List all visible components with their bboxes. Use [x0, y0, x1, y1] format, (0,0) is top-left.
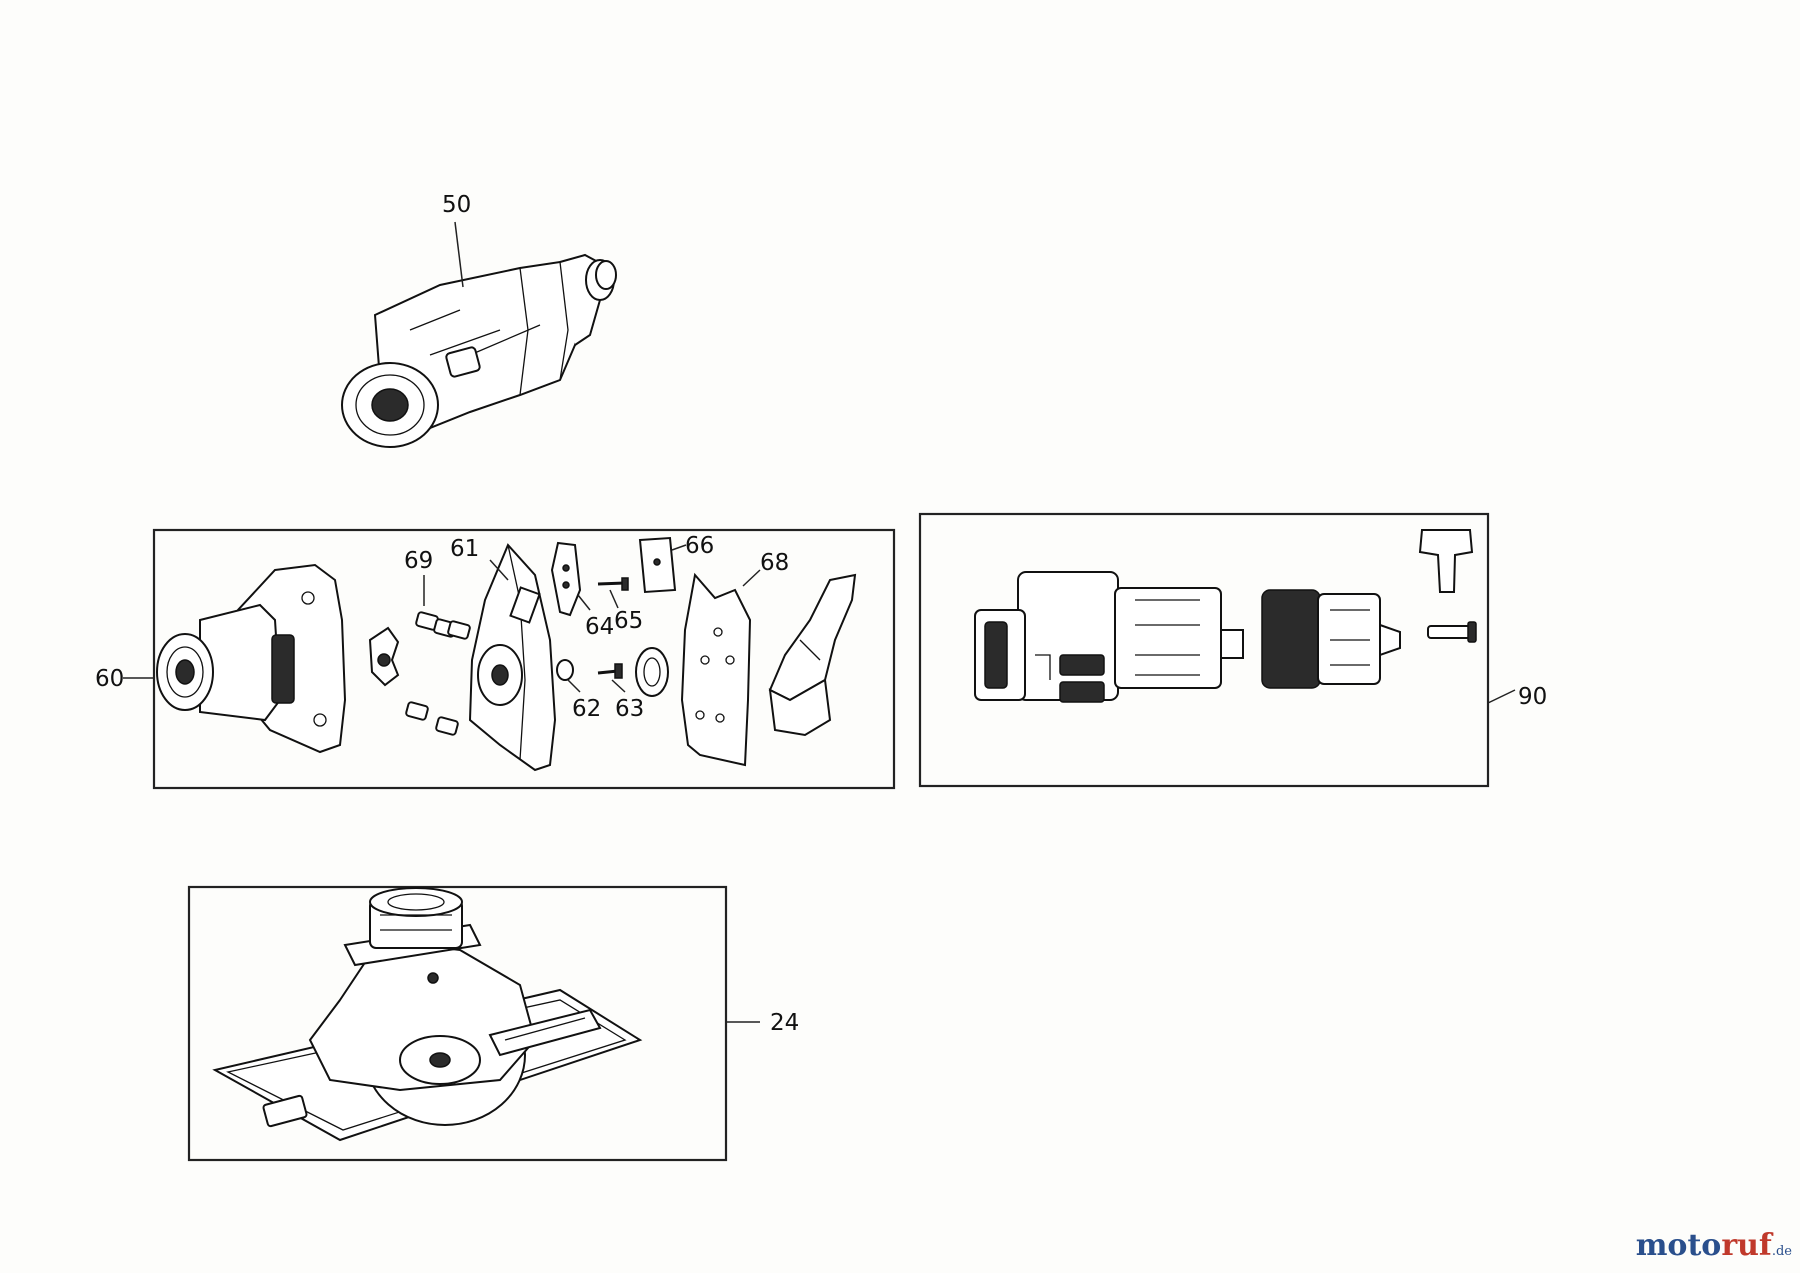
callout-61: 61 [450, 536, 479, 562]
callout-68: 68 [760, 550, 789, 576]
callout-62: 62 [572, 696, 601, 722]
part-63-bolt: 63 [597, 663, 644, 722]
drill-body [974, 571, 1244, 703]
watermark-brand-b: ruf [1721, 1228, 1772, 1263]
part-61-sander-base: 61 [450, 536, 557, 772]
chuck-key [1418, 529, 1474, 593]
callout-63: 63 [615, 696, 644, 722]
saw-attachment [212, 887, 643, 1142]
watermark-logo: motoruf.de [1636, 1228, 1792, 1263]
callout-65: 65 [614, 608, 643, 634]
group-box-drill [918, 512, 1490, 788]
part-65-screw: 65 [597, 577, 643, 634]
callout-24: 24 [770, 1010, 799, 1036]
callout-64: 64 [585, 614, 614, 640]
watermark-tld: .de [1771, 1244, 1792, 1259]
drill-screw [1427, 621, 1477, 643]
drill-chuck [1261, 589, 1401, 689]
sander-clamp [368, 626, 400, 687]
detail-finger-attachment [768, 573, 857, 737]
callout-90: 90 [1518, 684, 1547, 710]
callout-60: 60 [95, 666, 124, 692]
part-50-attachment-body: 50 [341, 192, 617, 448]
watermark-brand-a: moto [1635, 1228, 1722, 1263]
part-66-pad: 66 [638, 533, 714, 594]
group-box-sander [152, 528, 896, 790]
part-69-pins: 69 [404, 548, 471, 736]
callout-66: 66 [685, 533, 714, 559]
part-62-washer: 62 [556, 659, 601, 722]
sander-ring [635, 647, 669, 697]
part-64-plate: 64 [550, 541, 614, 640]
part-60-sander-head [156, 563, 347, 754]
group-box-saw [187, 885, 728, 1162]
callout-69: 69 [404, 548, 433, 574]
callout-50: 50 [442, 192, 471, 218]
part-68-sanding-sheet: 68 [680, 550, 789, 767]
